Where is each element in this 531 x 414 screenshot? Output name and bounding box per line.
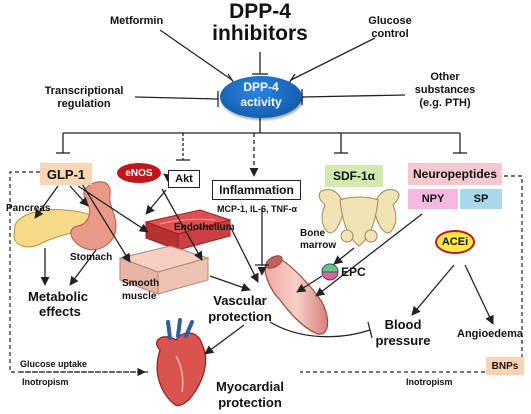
inflammation-box: Inflammation (212, 180, 301, 200)
enos-node: eNOS (117, 163, 161, 183)
vascular-protection-line1: Vascular (213, 293, 267, 308)
stomach-label: Stomach (70, 252, 113, 263)
bnps-box: BNPs (486, 357, 524, 375)
vessel-illustration (264, 255, 329, 335)
inflammation-mediators: MCP-1, IL-6, TNF-α (216, 204, 298, 214)
blood-pressure-line2: pressure (375, 333, 431, 348)
endothelium-label: Endothelium (174, 222, 235, 233)
sp-box: SP (460, 189, 502, 209)
glp1-box: GLP-1 (40, 163, 92, 185)
metabolic-effects-line1: Metabolic (28, 289, 88, 304)
bone-marrow-line1: Bone (300, 228, 325, 239)
other-line1: Other (430, 71, 460, 83)
metformin-label: Metformin (110, 15, 164, 27)
glucose-uptake-label: Glucose uptake (20, 359, 88, 369)
dpp4-activity-line2: activity (240, 95, 282, 109)
neuropeptides-box: Neuropeptides (408, 163, 502, 185)
akt-box: Akt (168, 170, 200, 188)
blood-pressure-line1: Blood (384, 317, 422, 332)
metabolic-effects-line2: effects (39, 304, 81, 319)
bone-marrow-illustration (318, 189, 400, 247)
inotropism-left-label: Inotropism (22, 377, 69, 387)
dpp4-activity-node: DPP-4 activity (220, 76, 302, 118)
vascular-protection-line2: protection (208, 309, 272, 324)
smooth-muscle-line2: muscle (122, 291, 157, 302)
glucose-control-line2: control (371, 28, 409, 40)
endothelium-illustration (144, 209, 232, 251)
transcriptional-line2: regulation (57, 98, 111, 110)
heart-illustration (156, 318, 207, 407)
title-line2: inhibitors (212, 22, 308, 45)
pancreas-label: Pancreas (6, 203, 51, 214)
smooth-muscle-illustration (118, 245, 210, 295)
inotropism-right-label: Inotropism (406, 377, 453, 387)
myocardial-protection-line2: protection (218, 395, 282, 410)
glucose-control-line1: Glucose (368, 15, 412, 27)
acei-node: ACEi (435, 230, 475, 254)
activation-arrows (34, 183, 494, 355)
transcriptional-line1: Transcriptional (44, 85, 124, 97)
branch-tree (56, 118, 467, 161)
sdf1a-box: SDF-1α (325, 165, 383, 187)
smooth-muscle-line1: Smooth (122, 278, 160, 289)
bone-marrow-line2: marrow (300, 240, 337, 251)
vascular-bp-inhibit-line (269, 321, 371, 338)
epc-label: EPC (341, 265, 366, 279)
other-line3: (e.g. PTH) (419, 97, 471, 109)
other-line2: substances (414, 84, 476, 96)
title-line1: DPP-4 (229, 0, 291, 23)
myocardial-protection-line1: Myocardial (216, 379, 284, 394)
angioedema-label: Angioedema (457, 328, 524, 340)
npy-box: NPY (408, 189, 458, 209)
dpp4-activity-line1: DPP-4 (243, 80, 279, 94)
